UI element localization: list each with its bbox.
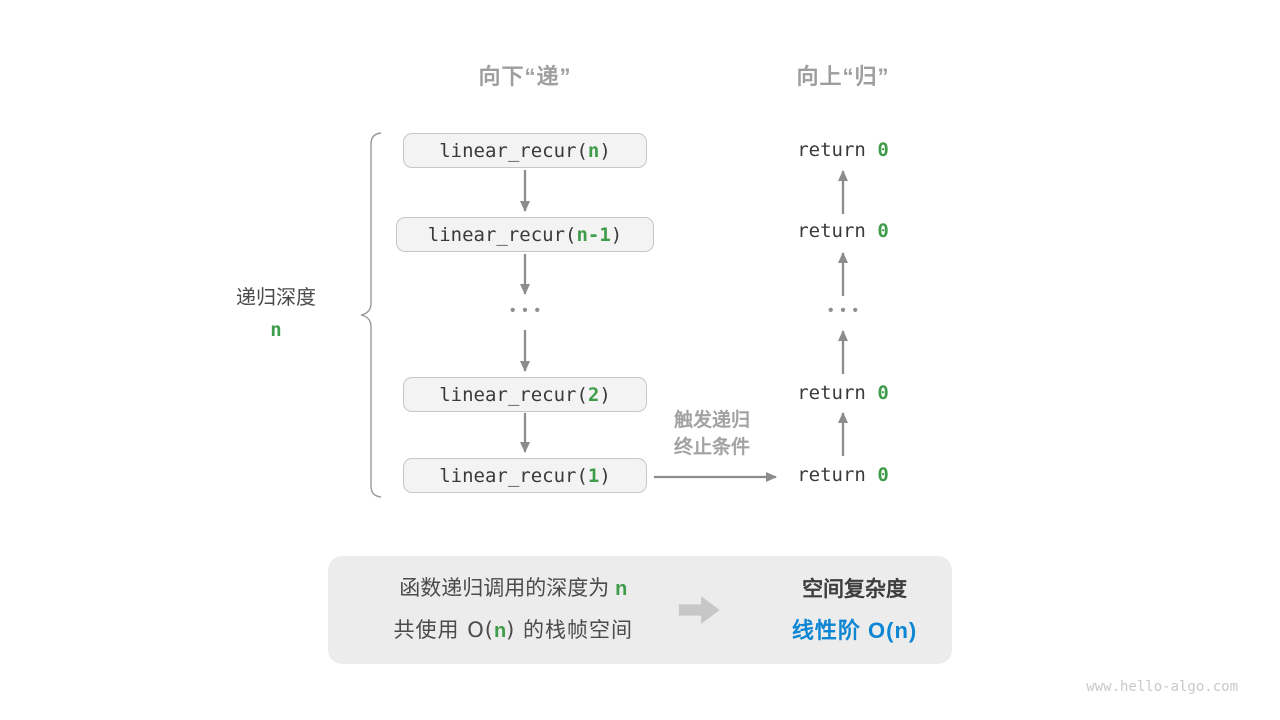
recursion-depth-value: n xyxy=(270,319,282,341)
summary-text: 共使用 O( xyxy=(393,618,494,642)
trigger-condition-line1: 触发递归 xyxy=(673,410,750,431)
call-code: ) xyxy=(610,223,623,246)
return-statement: return 0 xyxy=(770,218,916,244)
summary-panel: 函数递归调用的深度为 n 共使用 O(n) 的栈帧空间 空间复杂度 线性阶 O(… xyxy=(328,556,952,664)
call-code: linear_recur( xyxy=(439,464,588,487)
call-arg: 2 xyxy=(587,383,600,406)
call-box-1: linear_recur(1) xyxy=(403,458,647,493)
return-statement: return 0 xyxy=(770,137,916,163)
summary-var: n xyxy=(615,578,628,600)
call-code: linear_recur( xyxy=(439,139,588,162)
return-value: 0 xyxy=(877,139,889,161)
recursion-depth-label: 递归深度 xyxy=(236,287,316,309)
call-box-2: linear_recur(2) xyxy=(403,377,647,412)
summary-conclusion: 空间复杂度 线性阶 O(n) xyxy=(757,569,952,651)
call-code: ) xyxy=(599,383,611,406)
summary-result-value: 线性阶 O(n) xyxy=(791,618,918,643)
summary-premise-line2: 共使用 O(n) 的栈帧空间 xyxy=(350,610,677,652)
implies-arrow-icon xyxy=(678,596,720,624)
call-arg: 1 xyxy=(587,464,600,487)
summary-text: ) 的栈帧空间 xyxy=(506,618,634,642)
return-value: 0 xyxy=(877,464,889,486)
return-value: 0 xyxy=(877,220,889,242)
recursion-depth-label-group: 递归深度 n xyxy=(206,283,346,341)
summary-var: n xyxy=(493,620,507,642)
return-keyword: return xyxy=(797,139,878,161)
trigger-condition-label: 触发递归 终止条件 xyxy=(651,407,773,461)
return-keyword: return xyxy=(797,382,878,404)
call-code: linear_recur( xyxy=(427,223,577,246)
return-statement: return 0 xyxy=(770,462,916,488)
return-value: 0 xyxy=(877,382,889,404)
summary-premise-line1: 函数递归调用的深度为 n xyxy=(350,568,677,610)
header-return: 向上“归” xyxy=(796,64,890,89)
call-code: ) xyxy=(599,139,611,162)
return-statement: return 0 xyxy=(770,380,916,406)
call-code: ) xyxy=(599,464,611,487)
call-arg: n-1 xyxy=(576,223,611,246)
header-descend: 向下“递” xyxy=(478,64,572,89)
ellipsis: ••• xyxy=(510,302,547,319)
summary-result-title: 空间复杂度 xyxy=(802,578,908,601)
call-code: linear_recur( xyxy=(439,383,588,406)
summary-text: 函数递归调用的深度为 xyxy=(399,577,616,600)
summary-premise: 函数递归调用的深度为 n 共使用 O(n) 的栈帧空间 xyxy=(350,568,677,652)
ellipsis: ••• xyxy=(828,302,865,319)
trigger-condition-line2: 终止条件 xyxy=(673,437,750,458)
depth-brace xyxy=(360,132,382,498)
return-keyword: return xyxy=(797,220,878,242)
call-arg: n xyxy=(587,139,600,162)
call-box-n-1: linear_recur(n-1) xyxy=(396,217,654,252)
watermark: www.hello-algo.com xyxy=(1086,679,1238,695)
return-keyword: return xyxy=(797,464,878,486)
call-box-n: linear_recur(n) xyxy=(403,133,647,168)
